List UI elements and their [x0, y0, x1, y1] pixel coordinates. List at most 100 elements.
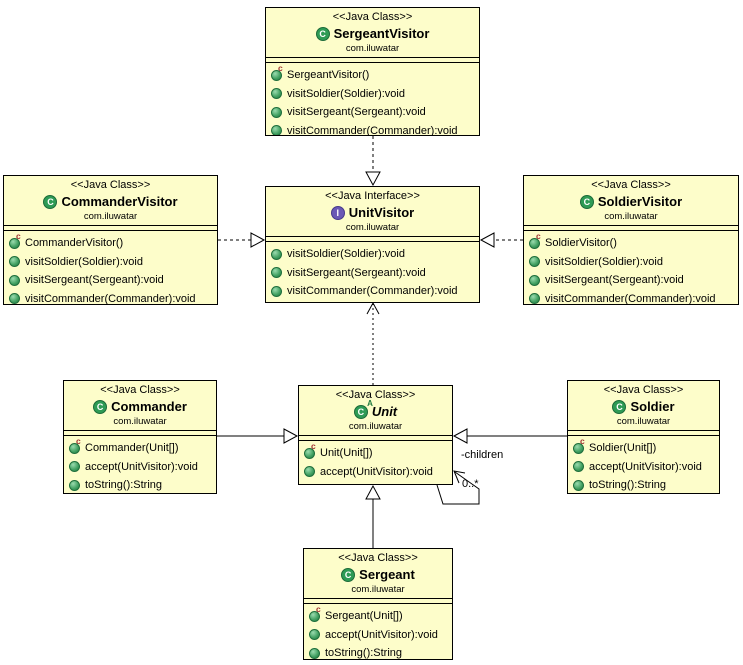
- realization-commandervisitor-unitvisitor: [218, 232, 266, 248]
- attributes-compartment: [299, 435, 452, 441]
- class-name: SoldierVisitor: [597, 194, 683, 209]
- method-signature: toString():String: [589, 479, 667, 492]
- class-box-sergeantvisitor[interactable]: <<Java Class>> C SergeantVisitor com.ilu…: [265, 7, 480, 136]
- method-icon: c: [69, 436, 81, 454]
- method-signature: Soldier(Unit[]): [589, 442, 657, 455]
- class-name: Unit: [371, 404, 398, 419]
- package-label: com.iluwatar: [351, 584, 405, 595]
- method-row: visitCommander(Commander):void: [4, 290, 217, 304]
- method-signature: Unit(Unit[]): [320, 447, 373, 460]
- method-icon: [309, 647, 320, 659]
- method-row: c Soldier(Unit[]): [568, 436, 719, 458]
- package-label: com.iluwatar: [604, 211, 658, 222]
- method-signature: Sergeant(Unit[]): [325, 610, 403, 623]
- method-signature: visitSoldier(Soldier):void: [287, 87, 405, 100]
- method-icon: c: [304, 441, 316, 459]
- stereotype-label: <<Java Interface>>: [325, 190, 420, 202]
- attributes-compartment: [568, 430, 719, 436]
- stereotype-label: <<Java Class>>: [332, 11, 413, 23]
- method-row: toString():String: [568, 476, 719, 493]
- method-row: accept(UnitVisitor):void: [304, 626, 452, 645]
- methods-compartment: c Sergeant(Unit[]) accept(UnitVisitor):v…: [304, 604, 452, 659]
- class-icon: C: [43, 194, 58, 209]
- class-box-commandervisitor[interactable]: <<Java Class>> C CommanderVisitor com.il…: [3, 175, 218, 305]
- method-icon: [9, 274, 20, 286]
- interface-box-unitvisitor[interactable]: <<Java Interface>> I UnitVisitor com.ilu…: [265, 186, 480, 303]
- abstract-marker: A: [367, 398, 373, 408]
- stereotype-label: <<Java Class>>: [100, 384, 180, 396]
- constructor-marker: c: [76, 436, 81, 446]
- method-row: visitSoldier(Soldier):void: [266, 85, 479, 104]
- stereotype-label: <<Java Class>>: [591, 179, 671, 191]
- method-signature: accept(UnitVisitor):void: [589, 460, 702, 473]
- method-icon: [271, 248, 282, 260]
- method-signature: visitSoldier(Soldier):void: [287, 248, 405, 261]
- class-header: <<Java Class>> C Soldier com.iluwatar: [568, 381, 719, 430]
- method-icon: [271, 106, 282, 118]
- stereotype-label: <<Java Class>>: [603, 384, 684, 396]
- method-icon: [271, 267, 282, 279]
- method-icon: [271, 285, 282, 297]
- package-label: com.iluwatar: [345, 222, 400, 233]
- method-icon: [529, 256, 540, 268]
- methods-compartment: c Unit(Unit[]) accept(UnitVisitor):void: [299, 441, 452, 484]
- method-icon: [9, 293, 20, 304]
- method-signature: visitCommander(Commander):void: [287, 124, 458, 135]
- method-row: c Sergeant(Unit[]): [304, 604, 452, 626]
- class-name: Soldier: [630, 399, 675, 414]
- method-row: visitSoldier(Soldier):void: [4, 253, 217, 272]
- method-icon: [9, 256, 20, 268]
- generalization-soldier-unit: [452, 428, 567, 444]
- method-icon: [69, 461, 80, 473]
- method-icon: [271, 125, 282, 135]
- method-icon: [529, 293, 540, 304]
- method-signature: visitSergeant(Sergeant):void: [287, 106, 426, 119]
- method-row: visitSergeant(Sergeant):void: [4, 271, 217, 290]
- method-icon: [573, 479, 584, 491]
- class-header: <<Java Class>> C SoldierVisitor com.iluw…: [524, 176, 738, 225]
- class-box-commander[interactable]: <<Java Class>> C Commander com.iluwatar …: [63, 380, 217, 494]
- attributes-compartment: [304, 598, 452, 604]
- method-signature: accept(UnitVisitor):void: [85, 460, 198, 473]
- class-box-sergeant[interactable]: <<Java Class>> C Sergeant com.iluwatar c…: [303, 548, 453, 660]
- class-icon: C: [579, 194, 594, 209]
- attributes-compartment: [266, 236, 479, 242]
- method-signature: toString():String: [325, 647, 403, 659]
- package-label: com.iluwatar: [83, 211, 138, 222]
- method-row: visitCommander(Commander):void: [524, 290, 738, 304]
- dependency-unit-unitvisitor: [366, 301, 380, 385]
- package-label: com.iluwatar: [113, 416, 167, 427]
- class-icon: C: [93, 399, 108, 414]
- constructor-marker: c: [316, 604, 321, 614]
- stereotype-label: <<Java Class>>: [70, 179, 151, 191]
- class-header: <<Java Class>> C CommanderVisitor com.il…: [4, 176, 217, 225]
- method-icon: [309, 629, 320, 641]
- method-row: accept(UnitVisitor):void: [64, 458, 216, 477]
- method-signature: Commander(Unit[]): [85, 442, 179, 455]
- package-label: com.iluwatar: [345, 43, 400, 54]
- method-signature: toString():String: [85, 479, 163, 492]
- class-box-soldier[interactable]: <<Java Class>> C Soldier com.iluwatar c …: [567, 380, 720, 494]
- method-signature: SoldierVisitor(): [545, 237, 617, 250]
- method-row: toString():String: [64, 476, 216, 493]
- methods-compartment: c Soldier(Unit[]) accept(UnitVisitor):vo…: [568, 436, 719, 493]
- method-row: visitSoldier(Soldier):void: [524, 253, 738, 272]
- method-icon: c: [529, 231, 541, 249]
- method-row: toString():String: [304, 644, 452, 659]
- stereotype-label: <<Java Class>>: [338, 552, 418, 564]
- constructor-marker: c: [311, 441, 316, 451]
- class-header: <<Java Class>> C Sergeant com.iluwatar: [304, 549, 452, 598]
- method-icon: c: [573, 436, 585, 454]
- package-label: com.iluwatar: [348, 421, 403, 432]
- method-signature: visitCommander(Commander):void: [545, 292, 716, 304]
- method-signature: visitSoldier(Soldier):void: [545, 255, 663, 268]
- constructor-marker: c: [16, 231, 21, 241]
- class-name: Sergeant: [359, 567, 415, 582]
- methods-compartment: visitSoldier(Soldier):void visitSergeant…: [266, 242, 479, 302]
- method-signature: visitSoldier(Soldier):void: [25, 255, 143, 268]
- attributes-compartment: [524, 225, 738, 231]
- attributes-compartment: [266, 57, 479, 63]
- class-box-soldiervisitor[interactable]: <<Java Class>> C SoldierVisitor com.iluw…: [523, 175, 739, 305]
